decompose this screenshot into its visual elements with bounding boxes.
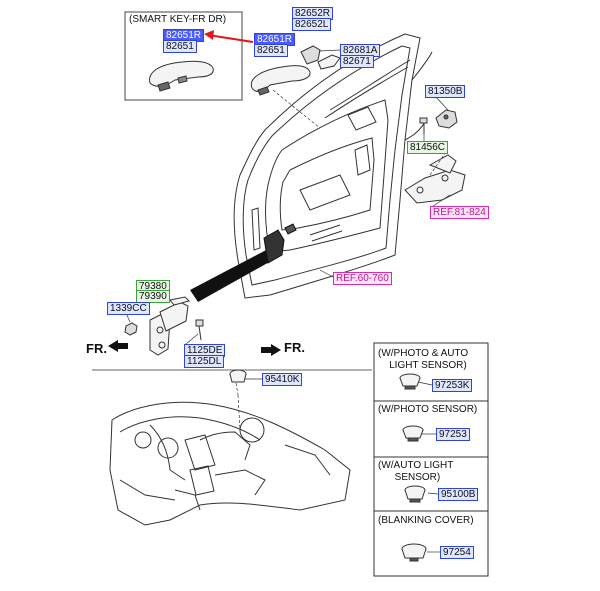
part-label-cover-l: 82652L xyxy=(292,18,332,31)
front-direction-label-right: FR. xyxy=(284,340,305,355)
front-door-drawing xyxy=(233,33,433,299)
front-arrow-left-graphic xyxy=(108,340,128,352)
option-title-2: (W/PHOTO SENSOR) xyxy=(378,404,478,415)
ref-label-latch: REF.81-824 xyxy=(430,206,489,219)
door-handle-drawing xyxy=(250,65,311,96)
part-label-handle: 82651 xyxy=(254,44,288,57)
smart-key-handle-drawing xyxy=(149,60,214,92)
option-sensor-drawing-2 xyxy=(402,425,424,442)
dashboard-drawing xyxy=(109,401,351,526)
option-title-4: (BLANKING COVER) xyxy=(378,515,474,526)
part-label-striker: 81350B xyxy=(425,85,466,98)
option-part-label-2: 97253 xyxy=(436,428,470,441)
sensor-options-table xyxy=(373,342,489,577)
checker-bolt-drawing xyxy=(124,319,204,341)
door-window-frame xyxy=(324,59,411,119)
door-checker-drawing xyxy=(149,296,190,356)
callout-arrow xyxy=(204,30,254,43)
leader-lines xyxy=(125,89,451,553)
front-direction-label-left: FR. xyxy=(86,341,107,356)
checker-strap-drawing xyxy=(190,223,297,302)
handle-bezel-drawing xyxy=(317,54,341,70)
striker-drawing xyxy=(435,109,458,129)
front-arrow-right-graphic xyxy=(261,344,281,356)
handle-cover-drawing xyxy=(300,45,321,65)
option-title-1: (W/PHOTO & AUTO LIGHT SENSOR) xyxy=(378,348,469,371)
part-label-bolt-right-2: 1125DL xyxy=(184,355,225,368)
smart-key-inset-frame xyxy=(124,11,243,101)
option-part-label-3: 95100B xyxy=(438,488,479,501)
dash-sensor-drawing xyxy=(229,369,247,383)
part-label-striker-bolt: 81456C xyxy=(407,141,449,154)
option-part-label-1: 97253K xyxy=(432,379,473,392)
part-label-bezel: 82671 xyxy=(340,55,374,68)
option-sensor-drawing-3 xyxy=(404,485,426,503)
smart-key-inset-title: (SMART KEY-FR DR) xyxy=(129,14,227,25)
striker-bolt-drawing xyxy=(419,117,428,134)
part-label-dash-sensor: 95410K xyxy=(262,373,303,386)
door-latch-drawing xyxy=(404,154,466,204)
part-label-checker-lower: 79390 xyxy=(136,290,170,303)
option-part-label-4: 97254 xyxy=(440,546,474,559)
part-label-smart-key-lower: 82651 xyxy=(163,40,197,53)
option-title-3: (W/AUTO LIGHT SENSOR) xyxy=(378,460,454,483)
option-sensor-drawing-1 xyxy=(399,373,421,390)
part-label-bolt-left: 1339CC xyxy=(107,302,150,315)
option-sensor-drawing-4 xyxy=(401,543,427,562)
ref-label-door: REF.60-760 xyxy=(333,272,392,285)
